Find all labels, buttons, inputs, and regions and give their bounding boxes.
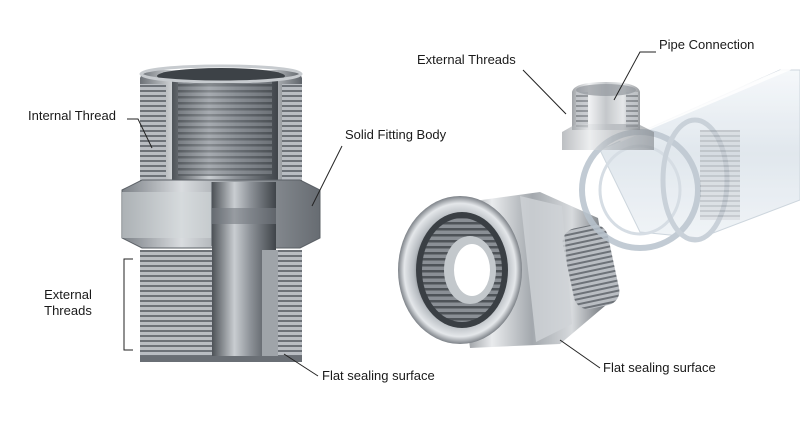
hex-nipple-section <box>121 64 321 362</box>
label-flat-sealing-surface-right: Flat sealing surface <box>603 360 716 375</box>
leader-lines <box>123 51 656 377</box>
leader-flat-sealing-right <box>559 339 601 369</box>
label-flat-sealing-surface-left: Flat sealing surface <box>322 368 435 383</box>
bushing-hex-flat <box>520 196 572 342</box>
label-external-threads-left-line2: Threads <box>44 303 92 318</box>
lower-left-external-threads <box>140 250 212 356</box>
label-pipe-connection: Pipe Connection <box>659 37 755 52</box>
internal-thread-rings <box>178 78 272 176</box>
bracket-external-threads-left <box>123 258 133 351</box>
upper-right-external-threads <box>282 84 302 180</box>
label-external-threads-left-line1: External <box>44 287 92 302</box>
leader-solid-fitting-body <box>311 145 343 207</box>
label-solid-fitting-body: Solid Fitting Body <box>345 127 447 142</box>
leader-internal-thread <box>127 118 153 149</box>
leader-flat-sealing-left <box>283 353 319 377</box>
bushing-fitting <box>398 192 620 348</box>
bushing-external-threads <box>562 224 620 310</box>
leader-pipe-connection <box>613 51 656 101</box>
lower-right-external-threads <box>276 250 302 356</box>
label-internal-thread: Internal Thread <box>28 108 116 123</box>
pipe-assembly <box>562 66 800 251</box>
leader-external-threads-right <box>522 69 567 115</box>
label-external-threads-left: External Threads <box>38 287 98 319</box>
label-external-threads-right: External Threads <box>417 52 516 67</box>
